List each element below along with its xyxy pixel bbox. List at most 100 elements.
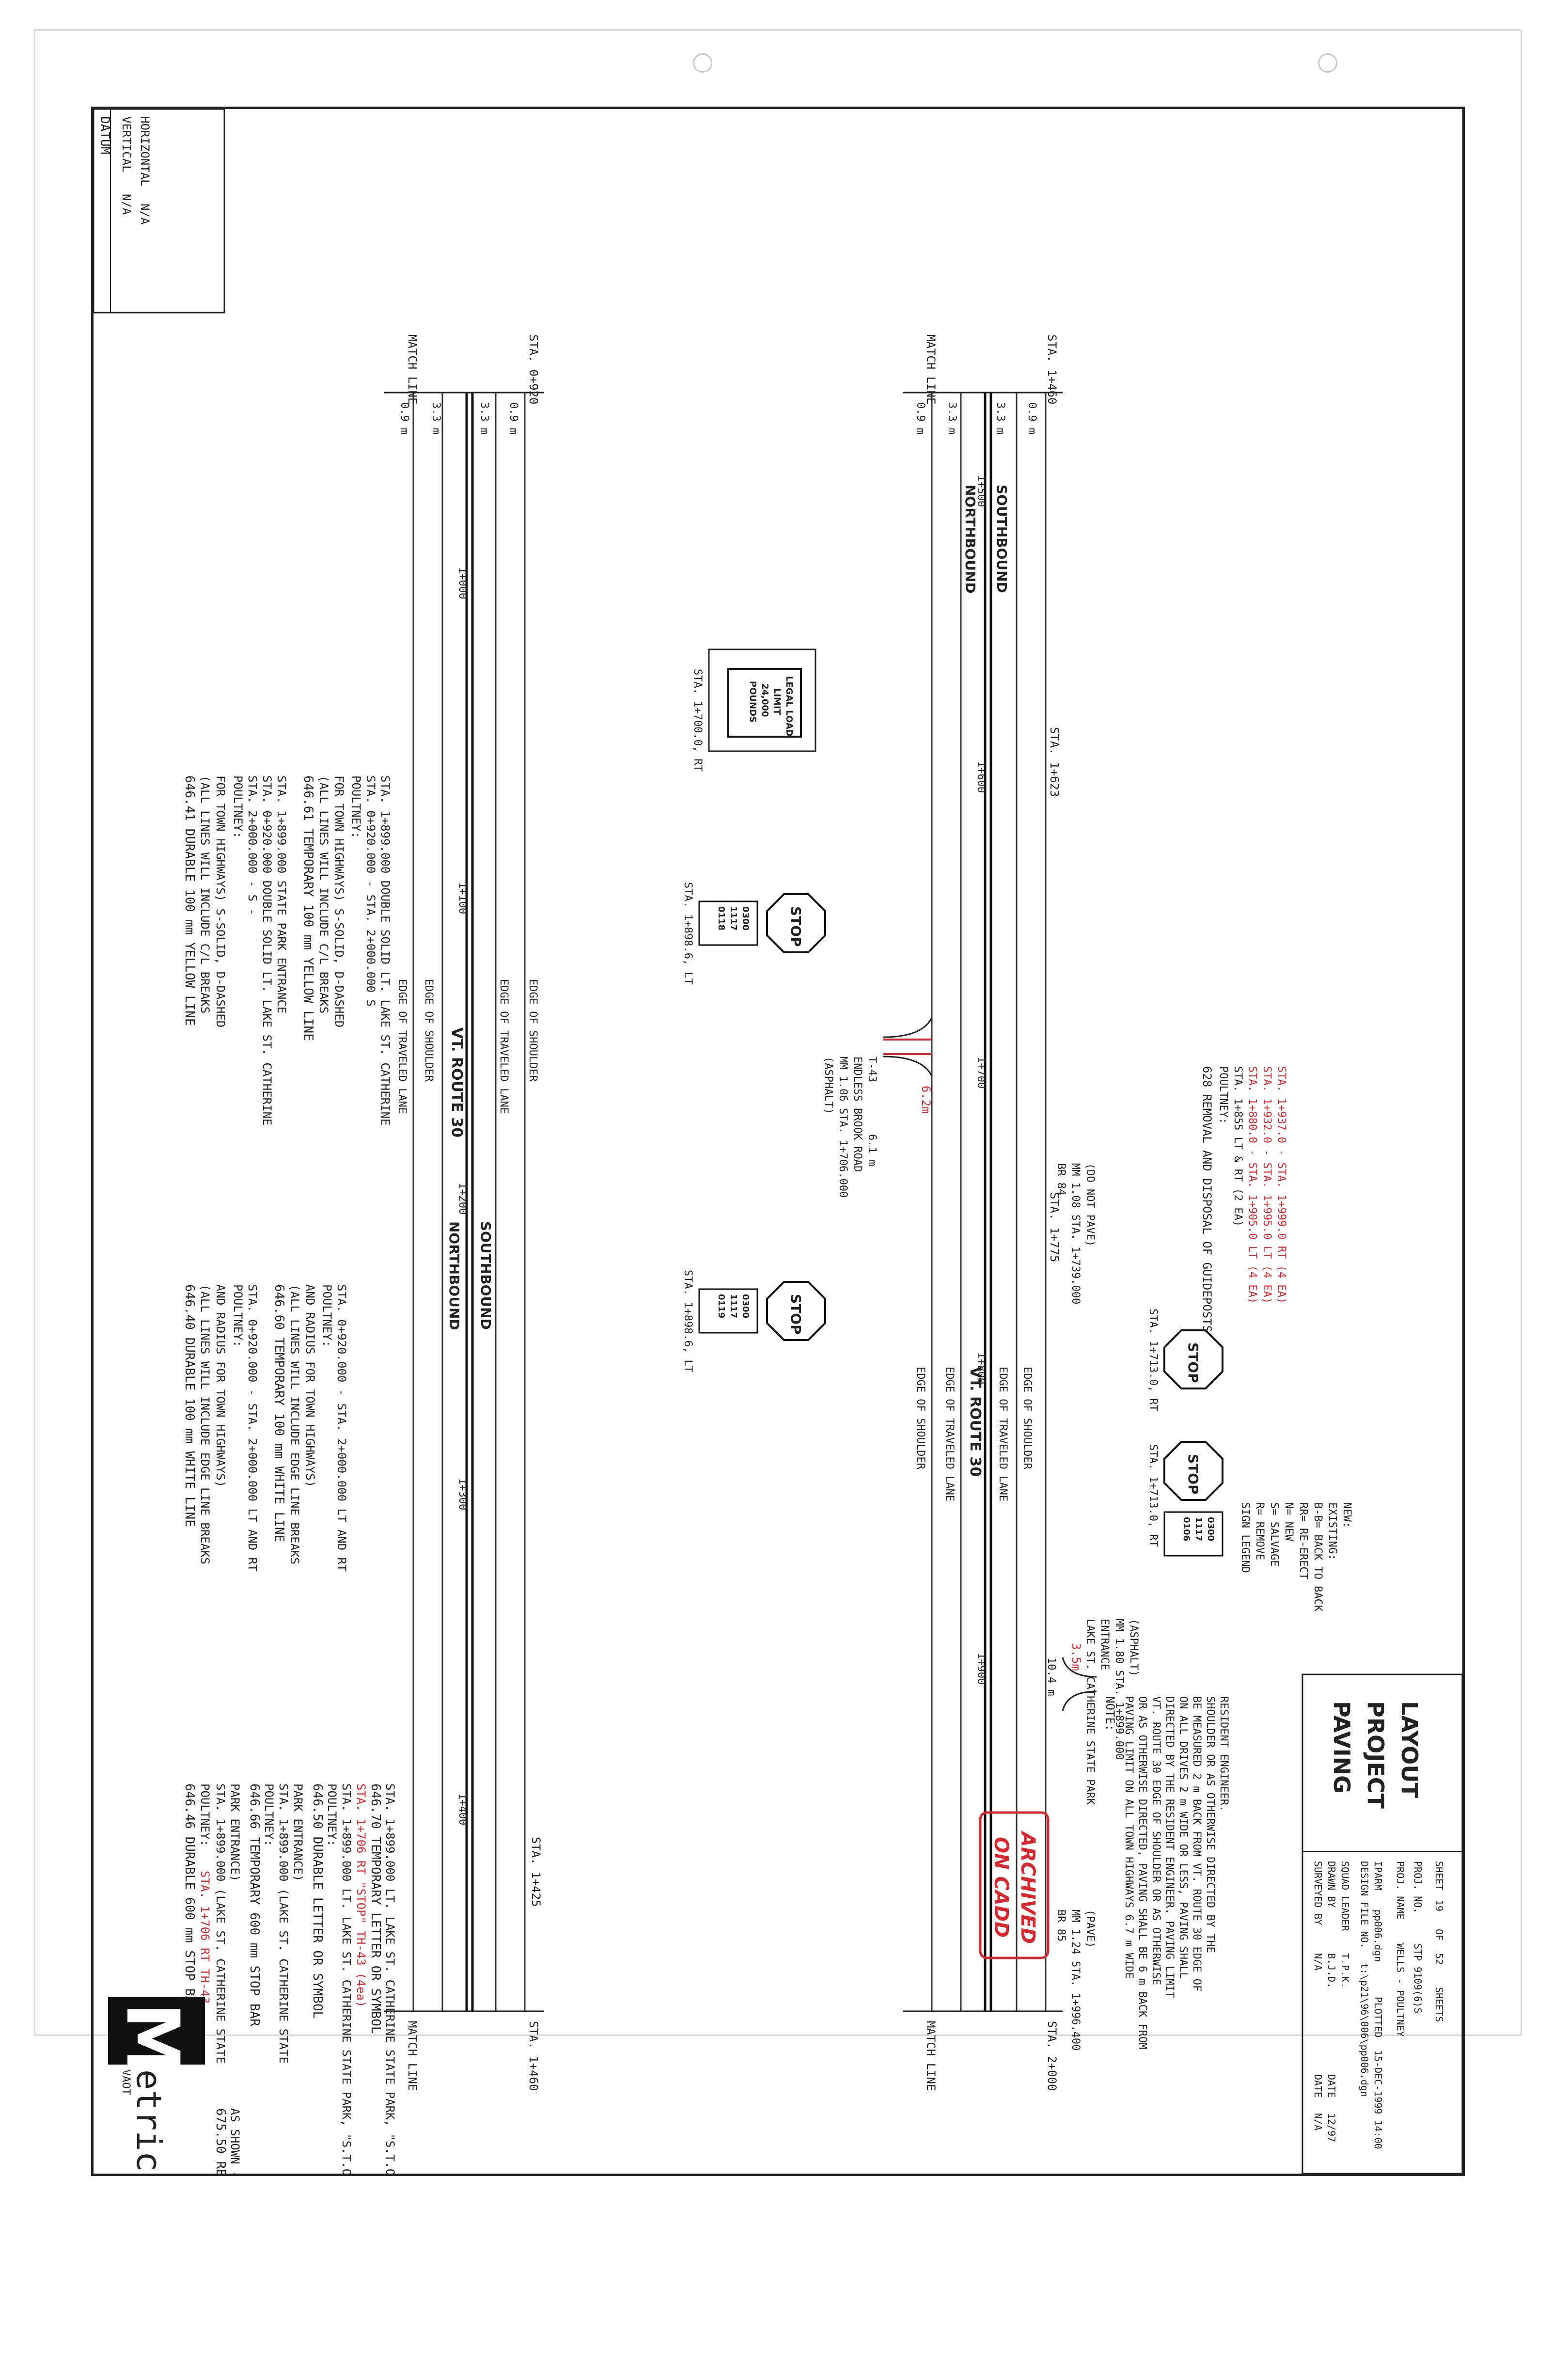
edge-label: EDGE OF TRAVELED LANE	[997, 1367, 1009, 1501]
stop-bar-notes: 646.46 DURABLE 600 mm STOP BAR POULTNEY:…	[182, 1783, 397, 2176]
station-label: STA. 1+425	[529, 1837, 543, 1907]
legal-load-sign: LEGAL LOAD LIMIT 24,000 POUNDS STA. 1+70…	[691, 648, 816, 772]
dim-label: 3.3 m	[478, 402, 490, 434]
sign-code: 0119	[716, 1294, 726, 1318]
station-tick: 1+600	[975, 761, 987, 793]
note-row: STA. 0+920.000 - STA. 2+000.000 S	[364, 775, 377, 1007]
dim-label: 0.9 m	[914, 402, 926, 434]
park-label: LAKE ST. CATHERINE STATE PARK	[1084, 1619, 1096, 1805]
sign-text: STOP	[788, 906, 804, 947]
note-line: (ALL LINES WILL INCLUDE EDGE LINE BREAKS	[288, 1284, 301, 1564]
station-tick: 1+900	[975, 1653, 987, 1685]
note-code: 646.66 TEMPORARY 600 mm STOP BAR	[247, 1783, 262, 2026]
title-text: LAYOUT	[1396, 1701, 1423, 1798]
tb-value: N/A	[1312, 2113, 1324, 2130]
southbound-label: SOUTHBOUND	[994, 485, 1010, 593]
note-code: 628 REMOVAL AND DISPOSAL OF GUIDEPOSTS	[1200, 1066, 1214, 1332]
station-label: STA. 1+775	[1048, 1192, 1061, 1262]
note-line: PAVING LIMIT ON ALL TOWN HIGHWAYS 6.7 m …	[1123, 1696, 1135, 1979]
match-line-sta: STA. 2+000	[1045, 2021, 1059, 2091]
note-row: STA. 1+899.000 (LAKE ST. CATHERINE STATE	[214, 1783, 227, 2064]
station-tick: 1+700	[975, 1057, 987, 1088]
sign-code: 1117	[728, 1294, 738, 1318]
note-town: POULTNEY:	[231, 1284, 245, 1347]
note-line: OR AS OTHERWISE DIRECTED, PAVING SHALL B…	[1136, 1696, 1148, 2049]
note-line: SHOULDER OR AS OTHERWISE DIRECTED BY THE	[1204, 1696, 1216, 1953]
datum-vertical-value: N/A	[120, 194, 133, 215]
paper-border	[34, 29, 1522, 2036]
tb-label: DRAWN BY	[1326, 1861, 1337, 1908]
sign-legend: SIGN LEGEND R= REMOVE S= SALVAGE N= NEW …	[1239, 1502, 1353, 1612]
sign-code: 0118	[716, 906, 726, 931]
note-row: STA. 1+855 LT & RT (2 EA)	[1232, 1066, 1244, 1227]
sign-code: 0300	[1206, 1517, 1216, 1541]
legend-item: N= NEW	[1283, 1502, 1295, 1541]
dim-label: 10.4 m	[1045, 1657, 1057, 1696]
agency-logo: M VAOT etric	[108, 1997, 205, 2172]
legend-item: B-B= BACK TO BACK	[1312, 1502, 1324, 1612]
sign-text: POUNDS	[748, 681, 758, 723]
bridge-label: BR 84	[1055, 1163, 1067, 1195]
note-red: STA. 1+706 RT TH-43	[198, 1871, 212, 2004]
datum-horizontal-label: HORIZONTAL	[138, 116, 152, 187]
archived-stamp: ARCHIVED ON CADD	[979, 1811, 1050, 1959]
note-row: STA. 1+899.000 STATE PARK ENTRANCE	[275, 775, 288, 1013]
station-tick: 1+500	[975, 475, 987, 507]
note-line: (ALL LINES WILL INCLUDE C/L BREAKS	[198, 775, 212, 1013]
bridge-label: (PAVE)	[1084, 1909, 1096, 1948]
punch-hole	[693, 53, 712, 73]
note-line: AND RADIUS FOR TOWN HIGHWAYS)	[214, 1284, 227, 1487]
logo-small: VAOT	[120, 2069, 132, 2095]
note-row: AS SHOWN - 4	[228, 2108, 242, 2176]
sign-sta: STA. 1+713.0, RT	[1147, 1444, 1159, 1547]
tb-label: SQUAD LEADER	[1339, 1861, 1351, 1931]
park-label: MM 1.80 STA. 1+899.000	[1113, 1619, 1125, 1760]
note-town: POULTNEY:	[325, 1783, 339, 1846]
tb-value: t:\p21\96\006\pp006.dgn	[1359, 1963, 1370, 2097]
sign-code: 1117	[728, 906, 738, 931]
sign-sta: STA. 1+898.6, LT	[682, 1270, 694, 1372]
stamp-text: ARCHIVED	[1017, 1830, 1039, 1944]
legend-item: NEW:	[1341, 1502, 1353, 1528]
road-name: T-43	[866, 1057, 878, 1082]
note-row: STA. 1+899.000 DOUBLE SOLID LT. LAKE ST.…	[378, 775, 392, 1125]
logo-mark: M	[110, 2003, 194, 2075]
note-town: POULTNEY:	[1217, 1066, 1229, 1124]
guidepost-notes: 628 REMOVAL AND DISPOSAL OF GUIDEPOSTS P…	[1200, 1066, 1287, 1332]
note-code: 646.70 TEMPORARY LETTER OR SYMBOL	[368, 1783, 383, 2034]
note-town: POULTNEY:	[349, 775, 363, 838]
datum-horizontal-value: N/A	[138, 204, 152, 225]
tb-label: IPARM	[1372, 1861, 1384, 1890]
drawing-svg: DATUM VERTICAL N/A HORIZONTAL N/A MATCH …	[91, 107, 1465, 2176]
match-line-sta: STA. 1+460	[527, 2021, 540, 2091]
note-red: STA. 1+937.0 - STA. 1+999.0 RT (4 EA)	[1275, 1066, 1287, 1304]
park-label: (ASPHALT)	[1128, 1619, 1140, 1676]
note-row: STA. 1+899.000 (LAKE ST. CATHERINE STATE	[277, 1783, 290, 2064]
note-line: (ALL LINES WILL INCLUDE C/L BREAKS	[317, 775, 330, 1013]
station-tick: 1+300	[456, 1478, 469, 1510]
note-town: POULTNEY:	[231, 775, 245, 838]
note-row: STA. 1+899.000 LT. LAKE ST. CATHERINE ST…	[340, 1783, 353, 2176]
edge-label: EDGE OF TRAVELED LANE	[396, 979, 408, 1114]
stop-sign-4: STOP 0300 1117 0106 STA. 1+713.0, RT	[1147, 1441, 1223, 1557]
note-code: 675.50 REMOVING SIGNS	[213, 2108, 228, 2176]
note-line: DIRECTED BY THE RESIDENT ENGINEER. PAVIN…	[1163, 1696, 1176, 1998]
sign-text: LIMIT	[772, 688, 782, 715]
tb-value: WELLS - POULTNEY	[1395, 1943, 1406, 2037]
tb-label: PROJ. NAME	[1395, 1861, 1406, 1919]
bridge-label: (DO NOT PAVE)	[1084, 1163, 1096, 1246]
tb-label: SURVEYED BY	[1312, 1861, 1324, 1925]
tb-label: DESIGN FILE NO.	[1359, 1861, 1370, 1949]
route-label: VT. ROUTE 30	[967, 1367, 984, 1477]
sign-text: STOP	[1185, 1454, 1201, 1495]
stop-sign-1: STOP 0300 1117 0118 STA. 1+898.6, LT	[682, 882, 826, 985]
tb-value: pp006.dgn	[1372, 1909, 1384, 1962]
red-dim-label: 3.5m	[1069, 1643, 1083, 1671]
legend-item: EXISTING:	[1326, 1502, 1338, 1560]
match-line-sta: STA. 1+460	[1045, 334, 1059, 405]
road-name: MM 1.06 STA. 1+706.000	[837, 1057, 849, 1198]
tb-value: T.P.K.	[1339, 1953, 1351, 1988]
logo-word: etric	[129, 2069, 169, 2172]
edge-label: EDGE OF TRAVELED LANE	[498, 979, 510, 1114]
